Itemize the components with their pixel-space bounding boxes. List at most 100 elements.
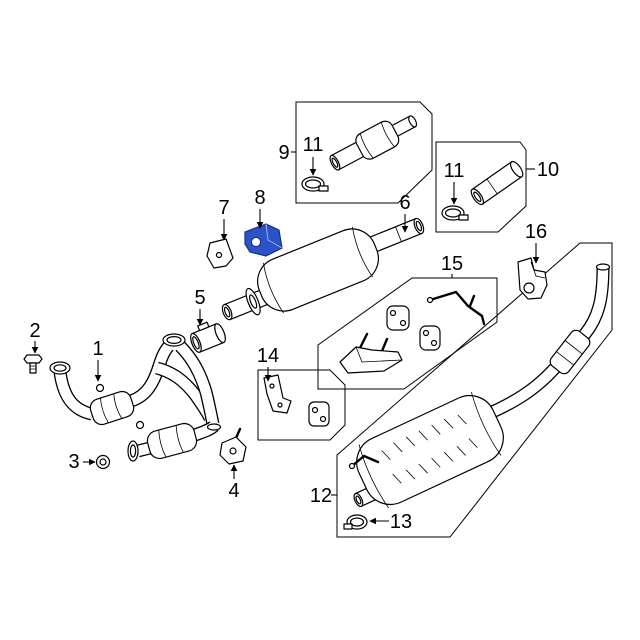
callout-10: 10 [537, 159, 559, 181]
callout-6: 6 [399, 192, 410, 214]
callout-12: 12 [310, 485, 332, 507]
resonator-body-small [355, 120, 400, 160]
rear-pipe-bore [415, 220, 423, 232]
callout-1: 1 [92, 338, 103, 360]
bracket-rod-right [380, 337, 389, 353]
insulator-hole [389, 309, 397, 317]
part-8-insulator-highlighted [244, 223, 283, 257]
clamp-bolt [318, 185, 329, 192]
callout-2: 2 [29, 320, 40, 342]
muffler-embossing [381, 414, 478, 484]
insulator-hole [422, 329, 430, 337]
highlighted-insulator-body [244, 223, 283, 257]
insulator-hole [311, 406, 319, 414]
hanger-bracket-bend [355, 346, 403, 363]
hanger-insulator [308, 401, 330, 427]
clamp-bolt [458, 214, 469, 221]
muffler-outlet-bore [355, 495, 362, 505]
hanger-rod-hook [468, 294, 486, 326]
resonator-seam-small [359, 122, 395, 159]
part-13-clamp [343, 514, 368, 530]
callout-16: 16 [525, 221, 547, 243]
tailpipe-heat-shield [549, 329, 591, 375]
bracket-bend [530, 261, 546, 279]
heat-shield-rib [556, 340, 583, 366]
part-15-hanger-kit [339, 290, 486, 374]
part-12-muffler-tailpipe [348, 263, 611, 509]
bracket-body [517, 257, 548, 300]
clamp-inner [444, 208, 462, 218]
pipe-bore [473, 191, 482, 203]
front-flange-bore [249, 294, 258, 309]
converter-shell [89, 390, 135, 426]
part-1-y-pipe [49, 333, 222, 462]
callout-4: 4 [228, 480, 239, 502]
washer-inner [99, 458, 107, 466]
bracket-insulator [523, 282, 535, 294]
part-6-resonator-assembly [221, 217, 425, 321]
callout-11-upper-left: 11 [303, 134, 324, 156]
part-11-clamp-upper-left [301, 176, 329, 192]
hanger-insulator-lower [419, 325, 441, 351]
front-pipe-bore [223, 306, 231, 318]
hanger-rod [428, 290, 484, 318]
oxygen-sensor-boss-front [95, 383, 105, 393]
part-9-resonator-pipe [329, 115, 418, 171]
converter-rib [99, 393, 123, 424]
muffler-body [356, 394, 504, 506]
bracket-hole [269, 383, 275, 389]
insulator-hole [399, 319, 407, 327]
muffler-hanger-end [348, 462, 356, 470]
group-box-14 [257, 369, 346, 441]
clamp-end-rear [214, 323, 226, 344]
manifold-flange-rear-bore [129, 444, 137, 458]
part-7-bracket [206, 238, 234, 269]
part-11-clamp-upper-right [441, 205, 469, 221]
callout-9: 9 [278, 142, 289, 164]
callout-3: 3 [68, 451, 79, 473]
callout-11-upper-right: 11 [444, 160, 465, 182]
part-2-bolt [23, 354, 43, 374]
part-3-washer [95, 454, 111, 470]
converter-shell [146, 422, 198, 460]
group-box-15 [317, 277, 498, 390]
muffler-hanger-rod [350, 454, 380, 468]
outlet-pipe-end [408, 115, 418, 128]
manifold-flange-left-bore [53, 364, 67, 372]
pipe-right-branch [175, 341, 220, 426]
resonator-body [257, 228, 379, 312]
insulator-hole [319, 415, 327, 423]
heat-shield-body [549, 329, 591, 375]
tailpipe-end [595, 263, 611, 271]
bolt-thread [30, 365, 36, 370]
pipe-left-branch [53, 370, 94, 421]
clamp-bore [192, 336, 200, 350]
group-box-9 [295, 101, 433, 204]
bracket-hole [215, 251, 223, 259]
insulator-hole [430, 339, 438, 347]
callout-7: 7 [218, 197, 229, 219]
resonator-seam [262, 226, 373, 314]
hanger-bracket [339, 346, 403, 374]
insulator-hole [229, 447, 237, 455]
callout-8: 8 [254, 187, 265, 209]
pipe-end-rear [509, 160, 524, 178]
clamp-inner [349, 517, 365, 527]
muffler-seam [358, 391, 502, 509]
callout-5: 5 [194, 287, 205, 309]
part-5-sleeve-clamp [190, 321, 226, 353]
hanger-insulator-upper [386, 305, 410, 331]
bracket-hole [277, 402, 283, 408]
bolt-shaft [29, 362, 37, 374]
muffler [353, 391, 504, 509]
part-4-hanger-insulator [219, 427, 247, 465]
callout-15: 15 [441, 253, 463, 275]
hanger-rod-end [426, 296, 434, 304]
rear-pipe-step [395, 226, 402, 242]
part-16-bracket [517, 257, 548, 300]
group-box-12 [336, 242, 613, 538]
oxygen-sensor-boss-rear [135, 420, 145, 430]
bracket-rod-left [358, 332, 369, 350]
catalytic-converter-rear [146, 422, 198, 460]
